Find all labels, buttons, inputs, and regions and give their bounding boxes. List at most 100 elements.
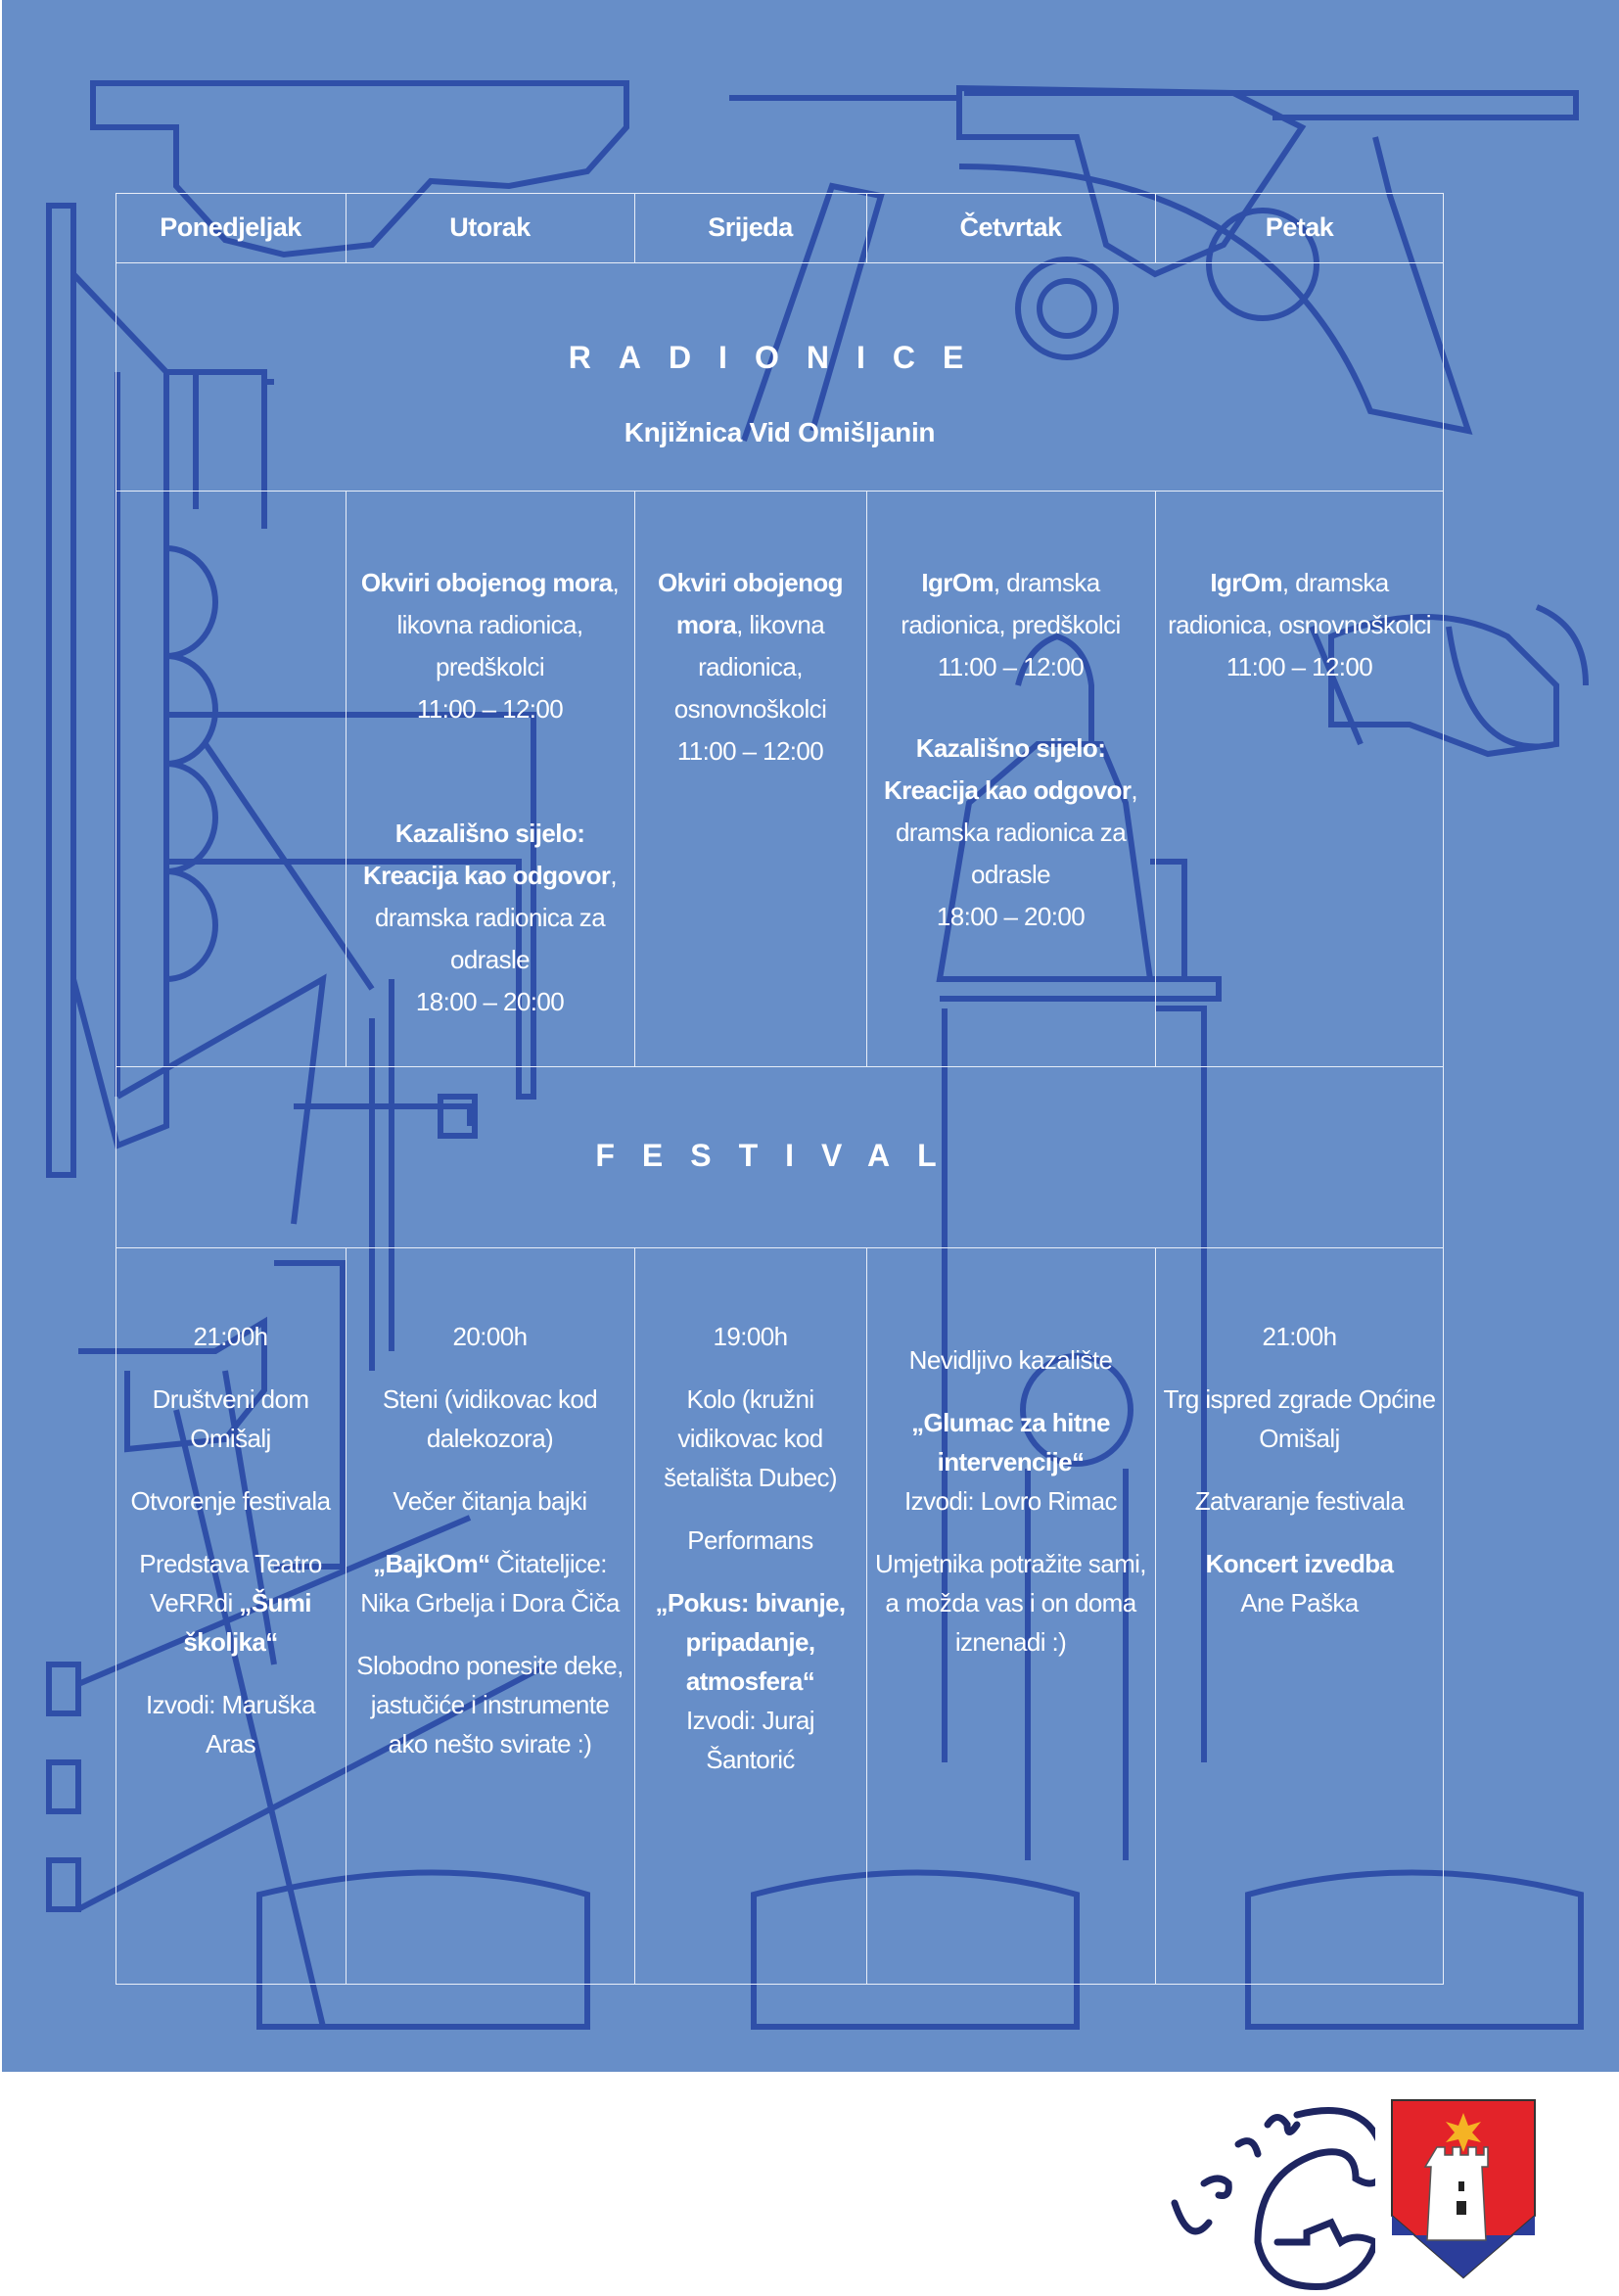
- festival-entry: Trg ispred zgrade Općine Omišalj: [1163, 1380, 1437, 1458]
- event-text: , dramska radionica za odrasle: [374, 861, 618, 974]
- festival-entry: Performans: [642, 1521, 858, 1560]
- event-text: 11:00 – 12:00: [676, 736, 824, 766]
- schedule-table: Ponedjeljak Utorak Srijeda Četvrtak Peta…: [116, 193, 1444, 1985]
- festival-entry: „Pokus: bivanje, pripadanje, atmosfera“I…: [642, 1583, 858, 1779]
- event-text: 21:00h: [1262, 1322, 1338, 1351]
- grid-line: [634, 1247, 635, 1984]
- festival-entry: „BajkOm“ Čitateljice: Nika Grbelja i Dor…: [353, 1544, 626, 1622]
- event-text: Ane Paška: [1240, 1588, 1359, 1617]
- radionice-cell-thursday: IgrOm, dramska radionica, predškolci 11:0…: [866, 562, 1155, 938]
- grid-line: [866, 193, 867, 262]
- radionice-entry: Okviri obojenog mora, likovna radionica,…: [642, 562, 858, 773]
- event-text: Kolo (kružni vidikovac kod šetališta Dub…: [664, 1384, 837, 1492]
- event-text: Steni (vidikovac kod dalekozora): [382, 1384, 598, 1453]
- radionice-cell-wednesday: Okviri obojenog mora, likovna radionica,…: [634, 562, 866, 773]
- event-text: 20:00h: [452, 1322, 529, 1351]
- event-text: , dramska radionica, osnovnoškolci: [1168, 568, 1431, 639]
- event-text: , likovna radionica, predškolci: [396, 568, 620, 681]
- event-title: Koncert izvedba: [1205, 1549, 1394, 1578]
- festival-entry: Nevidljivo kazalište: [874, 1340, 1147, 1380]
- event-text: Nevidljivo kazalište: [908, 1345, 1113, 1375]
- event-text: 18:00 – 20:00: [415, 987, 565, 1016]
- festival-entry: 21:00h: [1163, 1317, 1436, 1356]
- event-title: Okviri obojenog mora: [658, 568, 844, 639]
- festival-entry: Društveni dom Omišalj: [123, 1380, 338, 1458]
- section-title-radionice: RADIONICE: [568, 340, 992, 375]
- grid-line: [116, 1066, 1444, 1067]
- event-title: Kazališno sijelo: Kreacija kao odgovor: [362, 819, 611, 890]
- event-text: Večer čitanja bajki: [393, 1486, 587, 1516]
- event-text: 11:00 – 12:00: [416, 694, 564, 724]
- grid-line: [346, 491, 347, 1066]
- festival-entry: Kolo (kružni vidikovac kod šetališta Dub…: [642, 1380, 858, 1497]
- radionice-entry: IgrOm, dramska radionica, predškolci 11:0…: [874, 562, 1147, 688]
- grid-line: [116, 262, 1444, 263]
- festival-entry: Izvodi: Maruška Aras: [123, 1685, 338, 1763]
- event-text: 11:00 – 12:00: [937, 652, 1085, 681]
- event-title: Kazališno sijelo: Kreacija kao odgovor: [883, 733, 1132, 805]
- event-text: Trg ispred zgrade Općine Omišalj: [1163, 1384, 1437, 1453]
- event-text: , dramska radionica, predškolci: [901, 568, 1121, 639]
- festival-cell-thursday: Nevidljivo kazalište „Glumac za hitne int…: [866, 1317, 1155, 1662]
- grid-line: [116, 1984, 1444, 1985]
- event-text: Predstava Teatro VeRRdi: [139, 1549, 322, 1617]
- event-text: 11:00 – 12:00: [1226, 652, 1373, 681]
- event-text: , dramska radionica za odrasle: [895, 775, 1138, 889]
- omisalj-coat-of-arms: [1390, 2098, 1537, 2284]
- event-title: IgrOm: [921, 568, 994, 597]
- event-text: Društveni dom Omišalj: [152, 1384, 309, 1453]
- grid-line: [346, 1247, 347, 1984]
- event-title: „BajkOm“: [373, 1549, 490, 1578]
- event-title: IgrOm: [1210, 568, 1282, 597]
- radionice-cell-friday: IgrOm, dramska radionica, osnovnoškolci 1…: [1155, 562, 1444, 688]
- festival-entry: Večer čitanja bajki: [353, 1481, 626, 1521]
- grid-line: [1155, 193, 1156, 262]
- radionice-entry: Kazališno sijelo: Kreacija kao odgovor, …: [874, 727, 1147, 938]
- grid-line: [634, 193, 635, 262]
- festival-entry: 21:00h: [123, 1317, 338, 1356]
- festival-entry: Predstava Teatro VeRRdi „Šumi školjka“: [123, 1544, 338, 1662]
- architectural-drawing-decoration: [46, 80, 1589, 2030]
- festival-entry: Otvorenje festivala: [123, 1481, 338, 1521]
- festival-entry: „Glumac za hitne intervencije“Izvodi: Lo…: [874, 1403, 1147, 1521]
- section-venue: Knjižnica Vid Omišljanin: [624, 417, 936, 447]
- grid-line: [1155, 1247, 1156, 1984]
- radionice-entry: IgrOm, dramska radionica, osnovnoškolci 1…: [1163, 562, 1436, 688]
- event-text: Otvorenje festivala: [130, 1486, 332, 1516]
- event-text: Čitateljice: Nika Grbelja i Dora Čiča: [360, 1549, 620, 1617]
- grid-line: [116, 193, 1444, 194]
- radionice-entry: Okviri obojenog mora, likovna radionica,…: [353, 562, 626, 730]
- festival-entry: 19:00h: [642, 1317, 858, 1356]
- event-title: Okviri obojenog mora: [360, 568, 613, 597]
- event-text: Zatvaranje festivala: [1194, 1486, 1405, 1516]
- event-title: „Glumac za hitne intervencije“: [911, 1408, 1110, 1476]
- day-header-wednesday: Srijeda: [708, 212, 793, 242]
- grid-line: [116, 1247, 1444, 1248]
- radionice-entry: Kazališno sijelo: Kreacija kao odgovor, …: [353, 813, 626, 1023]
- event-title: „Šumi školjka“: [183, 1588, 311, 1657]
- event-text: Slobodno ponesite deke, jastučiće i inst…: [356, 1651, 624, 1758]
- grid-line: [116, 491, 1444, 492]
- event-text: , likovna radionica, osnovnoškolci: [673, 610, 827, 724]
- festival-entry: Zatvaranje festivala: [1163, 1481, 1436, 1521]
- day-header-monday: Ponedjeljak: [160, 212, 301, 242]
- festival-entry: Slobodno ponesite deke, jastučiće i inst…: [353, 1646, 626, 1763]
- uvalom-logo: [1160, 2085, 1389, 2296]
- event-text: 19:00h: [713, 1322, 789, 1351]
- day-header-tuesday: Utorak: [449, 212, 531, 242]
- event-text: Izvodi: Maruška Aras: [145, 1690, 316, 1758]
- festival-entry: Umjetnika potražite sami, a možda vas i …: [874, 1544, 1147, 1662]
- grid-line: [866, 1247, 867, 1984]
- festival-entry: Steni (vidikovac kod dalekozora): [353, 1380, 626, 1458]
- day-header-thursday: Četvrtak: [959, 212, 1062, 242]
- day-header-friday: Petak: [1265, 212, 1334, 242]
- radionice-cell-tuesday: Okviri obojenog mora, likovna radionica,…: [346, 562, 634, 1023]
- grid-line: [634, 491, 635, 1066]
- event-text: Izvodi: Juraj Šantorić: [686, 1706, 815, 1774]
- grid-line: [346, 193, 347, 262]
- event-text: 18:00 – 20:00: [936, 902, 1086, 931]
